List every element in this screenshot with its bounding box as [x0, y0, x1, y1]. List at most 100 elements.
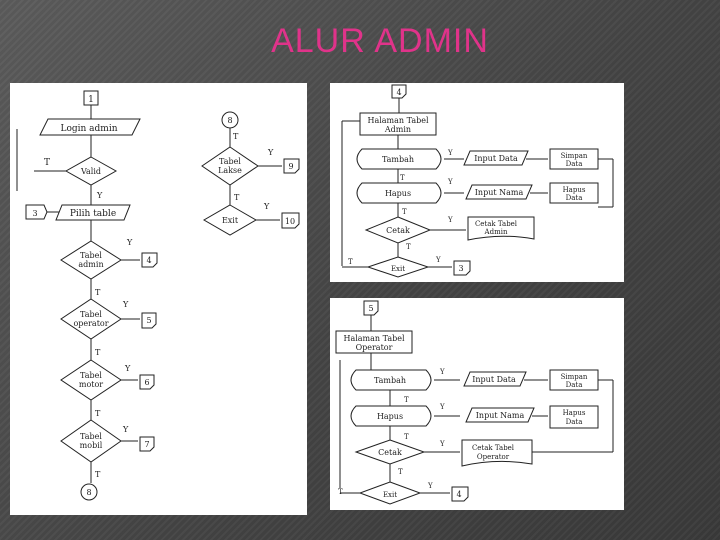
connector-8-bottom	[80, 483, 98, 501]
tambah-t-label: T	[400, 174, 405, 182]
connector-3-label: 3	[458, 264, 463, 273]
tambah-label: Tambah	[374, 376, 406, 385]
start-t-label: T	[233, 132, 239, 141]
tambah-decision	[356, 148, 442, 170]
connector-5	[141, 312, 157, 329]
cetak-label: Cetak	[378, 448, 402, 457]
valid-y-label: Y	[96, 191, 103, 200]
tabel-admin-label-2: admin	[78, 260, 103, 269]
exit-decision	[358, 481, 422, 505]
tabel-mobil-label-1: Tabel	[80, 432, 102, 441]
exit-y-label: Y	[427, 482, 433, 490]
tambah-t-label: T	[404, 396, 409, 404]
connector-3-label: 3	[32, 209, 37, 218]
hapus-decision	[350, 405, 432, 427]
cetak-t-label: T	[398, 468, 403, 476]
connector-7-label: 7	[144, 440, 149, 449]
tabel-operator-label-2: operator	[73, 319, 108, 328]
tabel-lakse-label-2: Lakse	[218, 166, 242, 175]
exit-label: Exit	[383, 491, 397, 499]
exit-label: Exit	[391, 265, 405, 273]
exit-decision	[366, 256, 430, 278]
cetak-t-label: T	[406, 243, 411, 251]
connector-1-label: 1	[88, 95, 94, 105]
login-admin-label: Login admin	[60, 124, 117, 134]
hapus-decision	[356, 182, 442, 204]
cetak-tabel-label-2: Operator	[477, 453, 510, 461]
cetak-tabel-label-1: Cetak Tabel	[475, 220, 518, 228]
connector-3	[453, 260, 471, 276]
tabel-motor-label-1: Tabel	[80, 371, 102, 380]
operator-y-label: Y	[122, 300, 129, 309]
main-admin-flowchart: 1 Login admin Valid T Y 3 Pilih table Ta…	[10, 83, 307, 515]
simpan-data-label-1: Simpan	[561, 373, 588, 381]
hapus-label: Hapus	[385, 189, 411, 198]
tambah-y-label: Y	[447, 149, 453, 157]
input-data-label: Input Data	[472, 375, 516, 384]
cetak-tabel-operator-doc	[461, 439, 533, 467]
tabel-admin-label-1: Tabel	[80, 251, 102, 260]
connector-9	[283, 158, 300, 174]
cetak-tabel-label-2: Admin	[484, 228, 508, 236]
mobil-y-label: Y	[122, 425, 129, 434]
exit-decision	[202, 204, 258, 236]
operator-t-label: T	[95, 348, 101, 357]
connector-10-label: 10	[285, 217, 295, 226]
lakse-t-label: T	[234, 193, 240, 202]
exit-y-label: Y	[435, 256, 441, 264]
input-data-box	[463, 371, 527, 387]
exit-label: Exit	[222, 216, 239, 225]
admin-y-label: Y	[126, 238, 133, 247]
connector-5-label: 5	[368, 304, 373, 313]
connector-4	[141, 252, 158, 268]
connector-4-label: 4	[456, 490, 461, 499]
simpan-data-label-2: Data	[566, 160, 583, 168]
admin-t-label: T	[95, 288, 101, 297]
operator-table-flowchart: 5 Halaman Tabel Operator Tambah Y Input …	[330, 298, 624, 510]
exit-t-label: T	[348, 258, 353, 266]
motor-y-label: Y	[124, 364, 131, 373]
connector-4	[451, 486, 469, 502]
hapus-y-label: Y	[447, 178, 453, 186]
simpan-data-label-1: Simpan	[561, 152, 588, 160]
simpan-data-label-2: Data	[566, 381, 583, 389]
connector-8-label: 8	[227, 116, 232, 125]
tabel-mobil-label-2: mobil	[80, 441, 103, 450]
input-nama-label: Input Nama	[475, 188, 524, 197]
login-admin-box	[39, 118, 141, 136]
connector-4-label: 4	[396, 88, 401, 97]
halaman-operator-label-2: Operator	[356, 343, 393, 352]
halaman-admin-label-2: Admin	[384, 125, 411, 134]
connector-8-bottom-label: 8	[86, 488, 91, 497]
valid-label: Valid	[80, 167, 101, 176]
motor-t-label: T	[95, 409, 101, 418]
tambah-decision	[350, 369, 432, 391]
cetak-label: Cetak	[386, 226, 410, 235]
slide-title: ALUR ADMIN	[271, 22, 489, 60]
valid-t-label: T	[44, 158, 50, 168]
tambah-label: Tambah	[382, 155, 414, 164]
hapus-data-label-2: Data	[566, 418, 583, 426]
connector-3	[25, 204, 48, 220]
input-nama-box	[465, 184, 533, 200]
connector-7	[139, 436, 155, 452]
cetak-tabel-admin-doc	[467, 216, 535, 241]
connector-6-label: 6	[144, 378, 149, 387]
hapus-label: Hapus	[377, 412, 403, 421]
input-data-label: Input Data	[474, 154, 518, 163]
hapus-data-label-1: Hapus	[563, 186, 586, 194]
hapus-data-label-1: Hapus	[563, 409, 586, 417]
connector-6	[139, 374, 155, 390]
cetak-tabel-label-1: Cetak Tabel	[472, 444, 515, 452]
tabel-lakse-label-1: Tabel	[219, 157, 241, 166]
connector-5	[363, 300, 379, 316]
cetak-y-label: Y	[447, 216, 453, 224]
halaman-operator-box	[335, 330, 413, 354]
hapus-t-label: T	[404, 433, 409, 441]
input-nama-box	[465, 407, 535, 423]
mobil-t-label: T	[95, 470, 101, 479]
halaman-admin-label-1: Halaman Tabel	[367, 116, 428, 125]
lakse-y-label: Y	[267, 148, 274, 157]
hapus-y-label: Y	[439, 403, 445, 411]
tabel-motor-label-2: motor	[79, 380, 103, 389]
